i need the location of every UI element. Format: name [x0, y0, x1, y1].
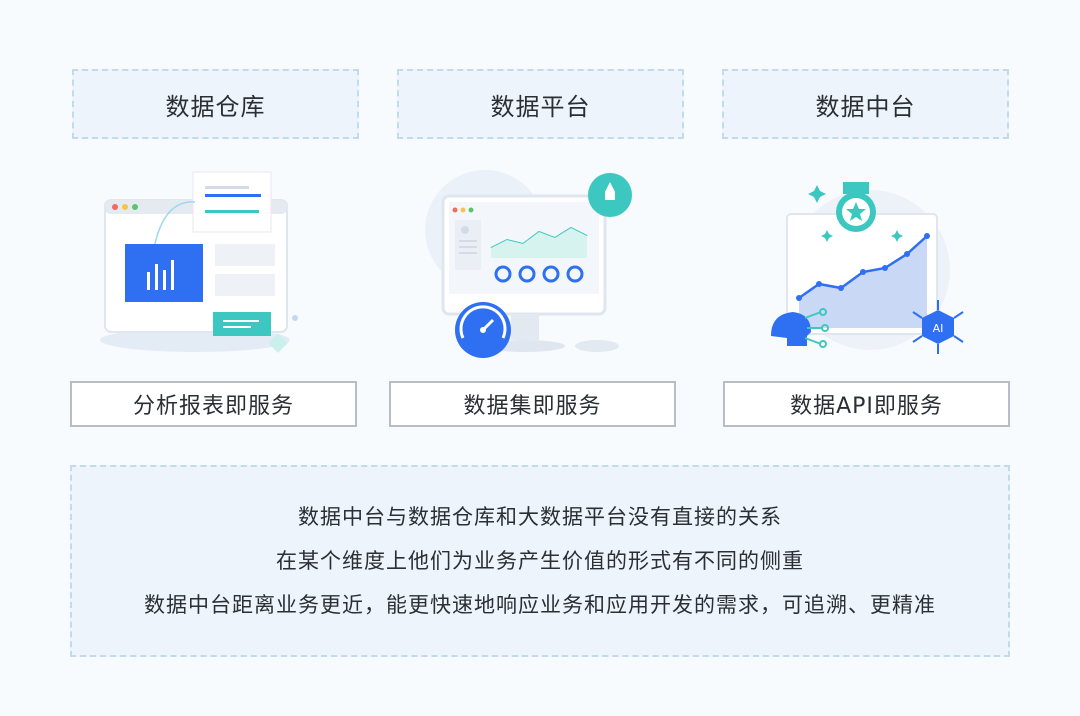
summary-line: 在某个维度上他们为业务产生价值的形式有不同的侧重	[276, 549, 804, 573]
column-label-api-service: 数据API即服务	[723, 381, 1010, 427]
column-title-data-warehouse: 数据仓库	[72, 69, 359, 139]
column-label-report-service: 分析报表即服务	[70, 381, 357, 427]
summary-box: 数据中台与数据仓库和大数据平台没有直接的关系 在某个维度上他们为业务产生价值的形…	[70, 465, 1010, 657]
summary-line: 数据中台与数据仓库和大数据平台没有直接的关系	[298, 505, 782, 529]
ai-api-chart-icon: AI	[771, 182, 964, 354]
report-dashboard-icon	[100, 171, 298, 353]
summary-line: 数据中台距离业务更近，能更快速地响应业务和应用开发的需求，可追溯、更精准	[144, 593, 936, 617]
svg-text:AI: AI	[933, 322, 944, 335]
monitor-platform-icon	[425, 170, 632, 358]
column-title-data-middle-platform: 数据中台	[722, 69, 1009, 139]
column-title-data-platform: 数据平台	[397, 69, 684, 139]
column-label-dataset-service: 数据集即服务	[389, 381, 676, 427]
